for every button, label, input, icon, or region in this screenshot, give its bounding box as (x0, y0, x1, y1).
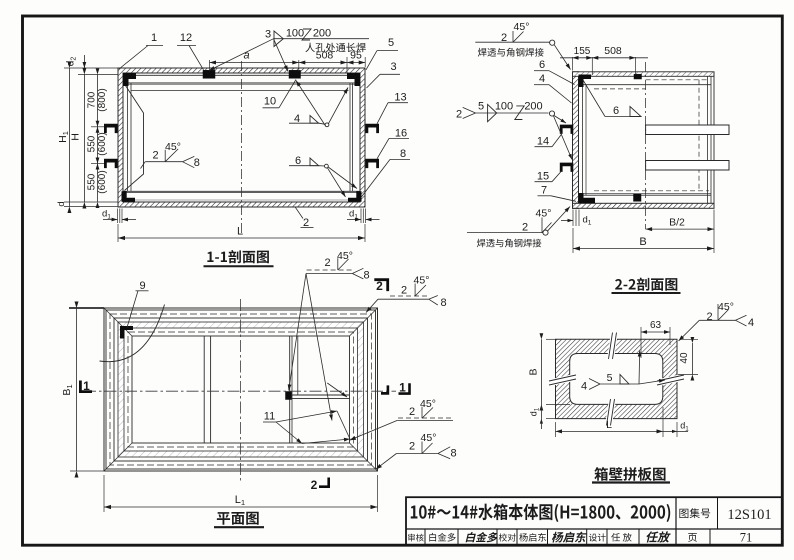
svg-text:71: 71 (740, 531, 753, 545)
svg-text:(800): (800) (97, 88, 108, 111)
svg-text:(600): (600) (97, 170, 108, 193)
svg-text:2: 2 (303, 217, 309, 229)
svg-text:14: 14 (537, 136, 549, 148)
svg-text:508: 508 (316, 50, 334, 62)
svg-text:8: 8 (400, 148, 406, 160)
svg-text:2: 2 (456, 109, 462, 121)
svg-text:8: 8 (194, 157, 200, 169)
svg-text:a: a (243, 50, 249, 62)
svg-text:45°: 45° (536, 208, 552, 220)
svg-text:4: 4 (539, 73, 545, 85)
svg-text:12S101: 12S101 (727, 507, 771, 523)
svg-text:6: 6 (295, 155, 301, 167)
svg-text:13: 13 (394, 92, 406, 104)
svg-text:700: 700 (87, 91, 98, 108)
svg-text:2: 2 (409, 406, 415, 418)
svg-text:B/2: B/2 (669, 217, 685, 229)
svg-text:45°: 45° (421, 432, 437, 444)
svg-text:1: 1 (151, 32, 157, 44)
svg-text:3: 3 (390, 61, 396, 73)
svg-text:H1: H1 (57, 131, 70, 143)
svg-text:2: 2 (376, 279, 383, 293)
svg-text:45°: 45° (514, 21, 530, 33)
svg-text:550: 550 (87, 135, 98, 152)
svg-text:16: 16 (395, 128, 407, 140)
svg-text:9: 9 (139, 280, 145, 292)
svg-text:d1: d1 (680, 421, 689, 433)
svg-text:45°: 45° (718, 301, 734, 313)
svg-text:45°: 45° (337, 250, 353, 262)
svg-text:5: 5 (478, 101, 484, 113)
svg-text:6: 6 (613, 105, 619, 117)
svg-text:10: 10 (264, 96, 276, 108)
svg-text:2: 2 (409, 441, 415, 453)
svg-text:2: 2 (311, 478, 318, 492)
svg-text:(600): (600) (97, 132, 108, 155)
svg-text:B1: B1 (61, 384, 74, 395)
svg-text:3: 3 (265, 29, 271, 41)
svg-text:2: 2 (501, 32, 507, 44)
svg-text:1: 1 (83, 379, 90, 393)
svg-text:d1: d1 (529, 407, 541, 416)
svg-text:8: 8 (440, 297, 446, 309)
svg-text:L: L (237, 226, 243, 238)
svg-text:550: 550 (87, 173, 98, 190)
svg-text:8: 8 (363, 270, 369, 282)
svg-text:5: 5 (607, 372, 613, 384)
svg-text:B: B (528, 368, 540, 375)
svg-text:6: 6 (539, 59, 545, 71)
svg-text:200: 200 (313, 28, 331, 40)
svg-text:d1: d1 (583, 215, 592, 227)
svg-text:100: 100 (286, 28, 304, 40)
svg-text:5: 5 (388, 37, 394, 49)
svg-text:2: 2 (706, 311, 712, 323)
svg-text:1: 1 (399, 381, 406, 395)
svg-text:7: 7 (541, 185, 547, 197)
svg-text:15: 15 (537, 171, 549, 183)
svg-text:d2: d2 (66, 57, 78, 67)
svg-text:4: 4 (294, 113, 300, 125)
svg-text:L: L (606, 419, 612, 431)
svg-text:2: 2 (522, 222, 528, 234)
svg-text:d: d (56, 201, 67, 206)
svg-text:63: 63 (650, 320, 662, 331)
svg-text:11: 11 (264, 411, 275, 423)
svg-text:4: 4 (581, 381, 587, 393)
svg-text:45°: 45° (165, 141, 181, 153)
svg-text:8: 8 (450, 448, 456, 460)
svg-text:2: 2 (401, 285, 407, 297)
svg-text:2: 2 (152, 150, 158, 162)
svg-text:45°: 45° (414, 275, 430, 287)
svg-text:95: 95 (350, 50, 362, 62)
svg-text:2: 2 (324, 257, 330, 269)
svg-text:45°: 45° (420, 398, 436, 410)
svg-text:40: 40 (679, 352, 690, 364)
svg-text:4: 4 (748, 317, 754, 329)
svg-text:d1: d1 (102, 209, 111, 221)
svg-text:L1: L1 (235, 494, 245, 507)
svg-text:155: 155 (574, 46, 591, 57)
svg-text:508: 508 (604, 45, 622, 57)
svg-text:200: 200 (524, 101, 542, 113)
svg-text:B: B (639, 236, 646, 248)
svg-text:12: 12 (180, 32, 192, 44)
svg-text:d1: d1 (349, 209, 358, 221)
svg-text:100: 100 (495, 101, 513, 113)
svg-text:H: H (70, 133, 82, 141)
